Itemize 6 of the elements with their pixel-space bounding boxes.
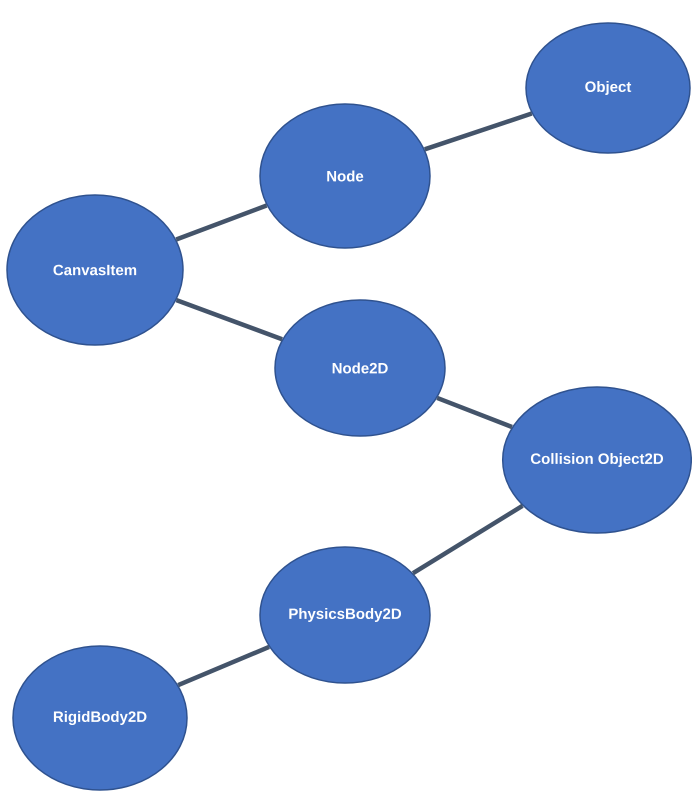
connector-line bbox=[177, 644, 270, 688]
connector-line bbox=[424, 111, 532, 152]
connector-line bbox=[436, 396, 513, 430]
connector-line bbox=[175, 203, 268, 242]
connector-line bbox=[412, 504, 524, 576]
connector-line bbox=[176, 298, 283, 342]
